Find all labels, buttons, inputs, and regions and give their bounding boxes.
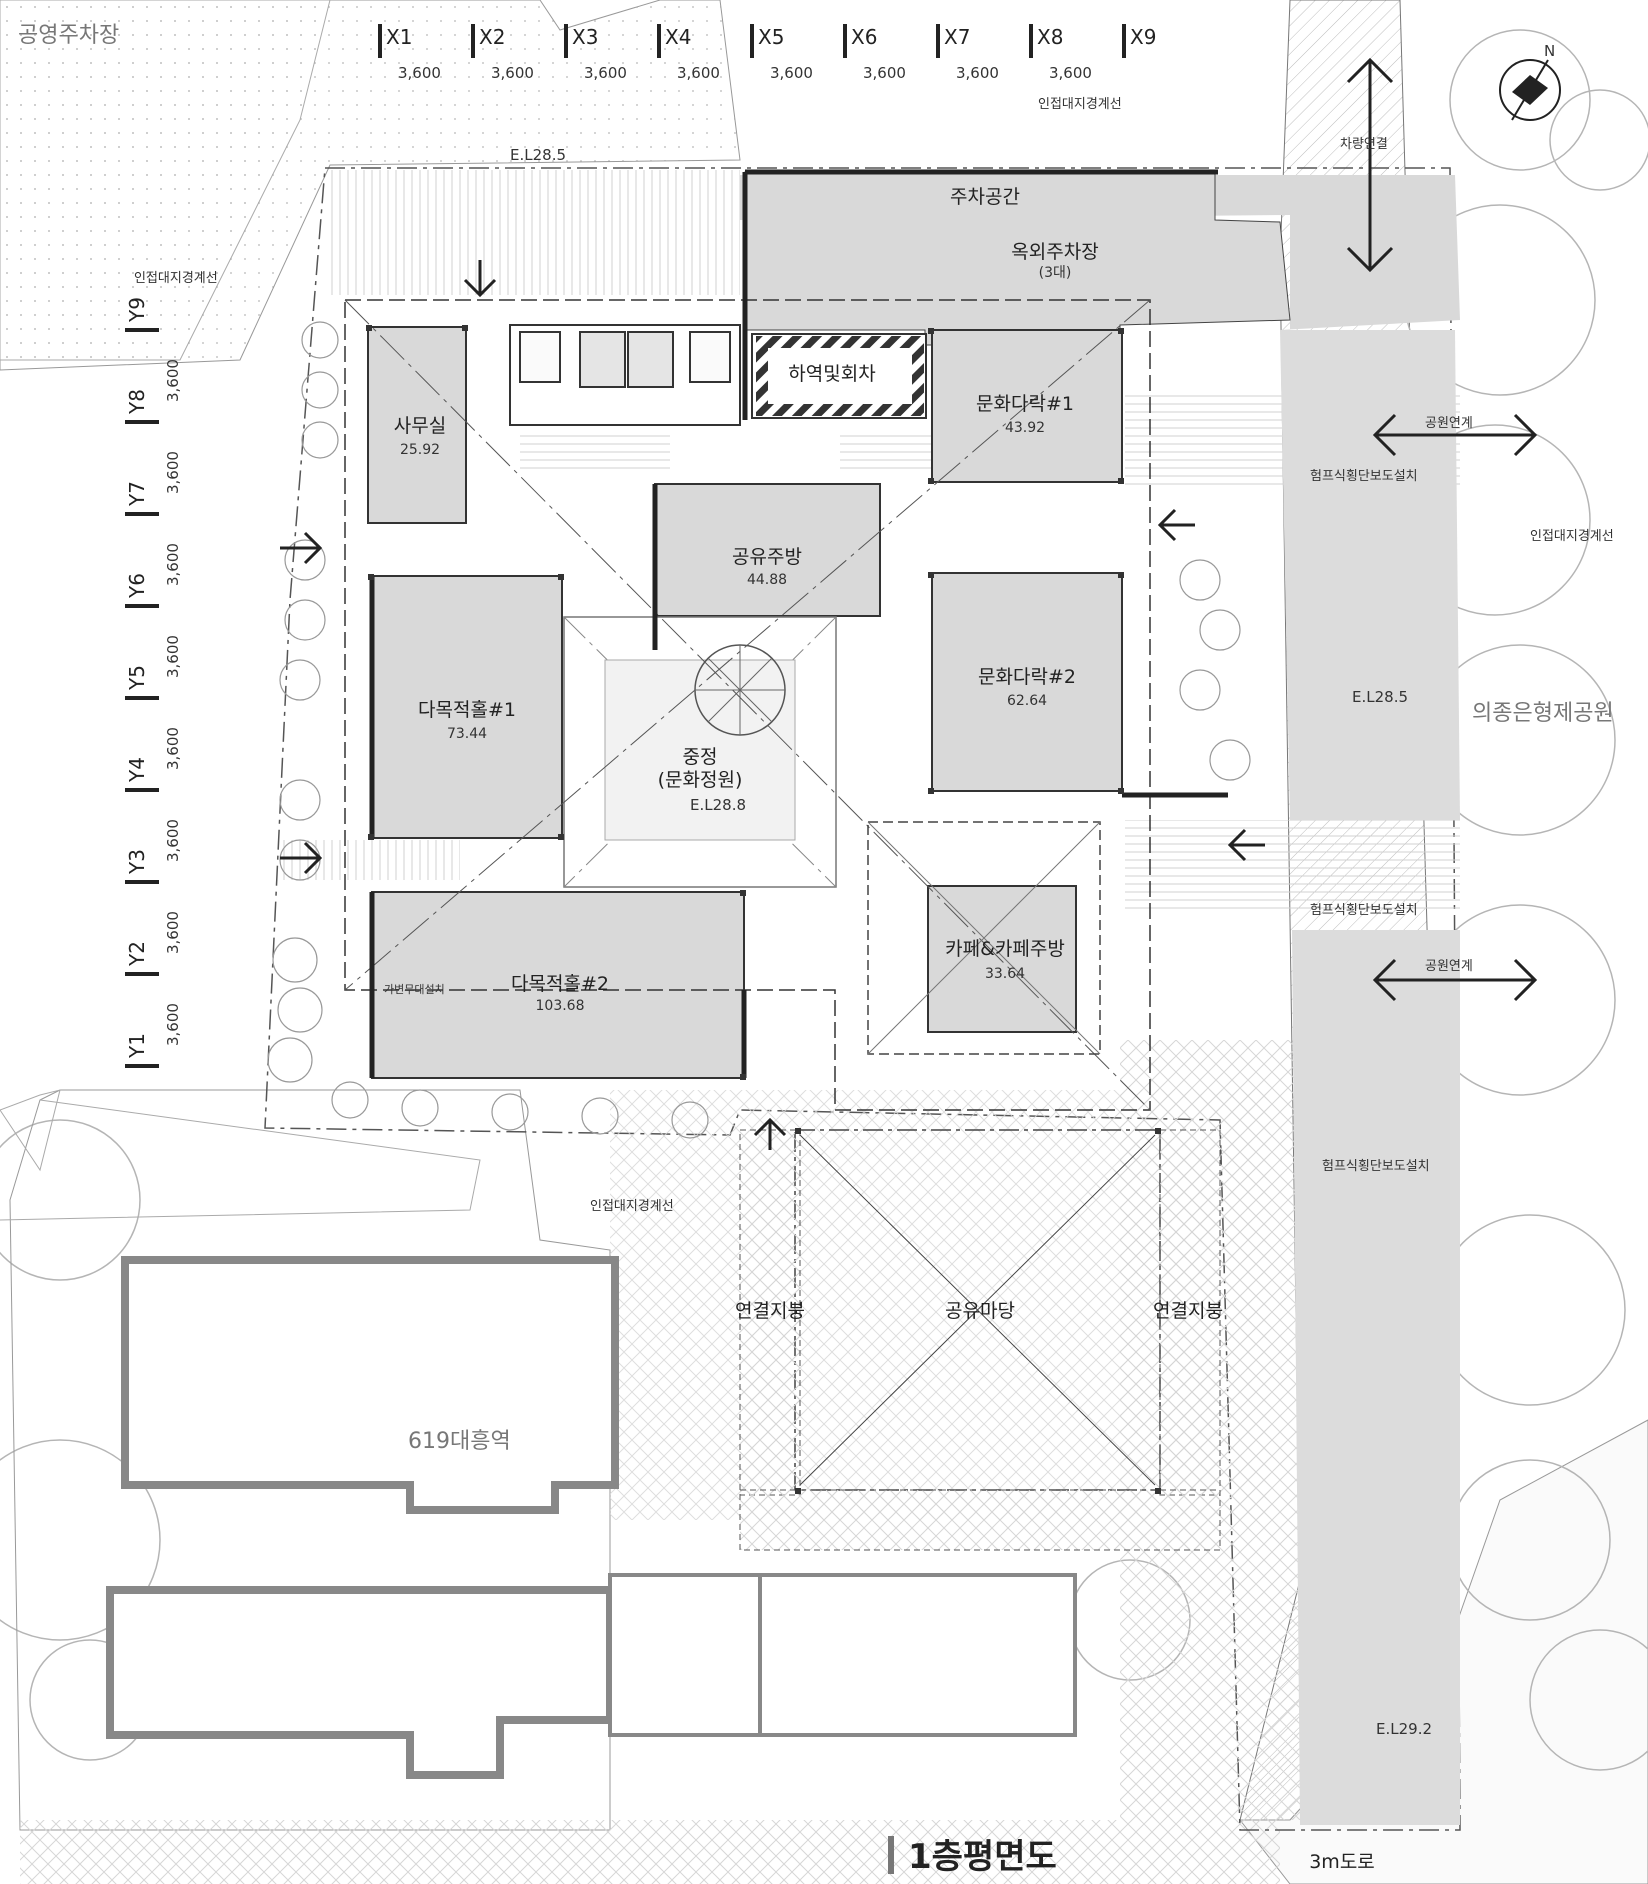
courtyard-el: E.L28.8 [690, 796, 746, 814]
svg-text:Y5: Y5 [125, 665, 149, 691]
svg-text:3,600: 3,600 [164, 635, 182, 678]
shared-yard-label: 공유마당 [945, 1300, 1015, 1322]
room-office-name: 사무실 [394, 415, 446, 437]
el-right: E.L28.5 [1352, 688, 1408, 706]
courtyard-line2: (문화정원) [658, 769, 743, 791]
room-loading-name: 하역및회차 [788, 363, 875, 385]
page-title: 1층평면도 [908, 1837, 1057, 1877]
room-office [367, 326, 467, 524]
svg-text:Y4: Y4 [125, 757, 149, 783]
park-link-label-2: 공원연계 [1425, 959, 1473, 974]
svg-text:Y8: Y8 [125, 389, 149, 415]
rooms [367, 326, 1123, 1079]
el-top: E.L28.5 [510, 146, 566, 164]
el-bottom: E.L29.2 [1376, 1720, 1432, 1738]
svg-text:X3: X3 [572, 25, 598, 49]
svg-text:X4: X4 [665, 25, 691, 49]
park-link-label-1: 공원연계 [1425, 416, 1473, 431]
svg-text:3,600: 3,600 [1049, 64, 1092, 82]
public-parking-label: 공영주차장 [18, 23, 119, 48]
grid-x-dims: 3,600 3,600 3,600 3,600 3,600 3,600 3,60… [398, 64, 1092, 82]
vehicle-link-label: 차량연결 [1340, 137, 1388, 152]
svg-text:X5: X5 [758, 25, 784, 49]
grid-y-labels: Y9 Y8 Y7 Y6 Y5 Y4 Y3 Y2 Y1 [125, 297, 149, 1059]
svg-text:Y6: Y6 [125, 573, 149, 599]
svg-text:3,600: 3,600 [164, 359, 182, 402]
svg-text:Y7: Y7 [125, 481, 149, 507]
room-office-area: 25.92 [400, 442, 440, 458]
svg-text:3,600: 3,600 [956, 64, 999, 82]
room-hall1 [371, 575, 563, 839]
outdoor-parking-sub: (3대) [1039, 265, 1072, 281]
station-label: 619대흥역 [408, 1429, 511, 1454]
svg-text:X8: X8 [1037, 25, 1063, 49]
room-kitchen-area: 44.88 [747, 572, 787, 588]
room-culture2-area: 62.64 [1007, 693, 1047, 709]
restroom-block [509, 324, 741, 426]
boundary-label-top: 인접대지경계선 [1038, 97, 1122, 112]
svg-text:Y9: Y9 [125, 297, 149, 323]
svg-text:3,600: 3,600 [770, 64, 813, 82]
north-compass [1499, 59, 1561, 121]
svg-text:3,600: 3,600 [584, 64, 627, 82]
entry-arrows [280, 57, 1538, 1150]
room-hall1-name: 다목적홀#1 [418, 699, 516, 721]
room-kitchen [654, 483, 881, 617]
grid-y-dims: 3,600 3,600 3,600 3,600 3,600 3,600 3,60… [164, 359, 182, 1046]
room-cafe [927, 885, 1077, 1033]
svg-text:X1: X1 [386, 25, 412, 49]
room-culture2 [931, 572, 1123, 792]
room-culture1-area: 43.92 [1005, 420, 1045, 436]
road-label: 3m도로 [1309, 1851, 1375, 1873]
room-hall2-area: 103.68 [536, 998, 585, 1014]
hump-label-1: 험프식횡단보도설치 [1310, 469, 1418, 484]
room-cafe-area: 33.64 [985, 966, 1025, 982]
columns [366, 325, 1161, 1494]
room-hall1-area: 73.44 [447, 726, 487, 742]
svg-text:3,600: 3,600 [164, 451, 182, 494]
room-hall2-name: 다목적홀#2 [511, 973, 609, 995]
station-building [121, 1256, 619, 1514]
svg-text:3,600: 3,600 [164, 543, 182, 586]
svg-text:3,600: 3,600 [164, 727, 182, 770]
hump-label-3: 험프식횡단보도설치 [1322, 1159, 1430, 1174]
room-kitchen-name: 공유주방 [732, 546, 802, 568]
svg-text:3,600: 3,600 [164, 1003, 182, 1046]
canopy-right-label: 연결지붕 [1153, 1300, 1223, 1322]
room-cafe-name: 카페&카페주방 [945, 938, 1065, 960]
north-label: N [1544, 42, 1555, 60]
svg-text:Y3: Y3 [125, 849, 149, 875]
svg-text:X9: X9 [1130, 25, 1156, 49]
svg-text:3,600: 3,600 [677, 64, 720, 82]
boundary-label-bottom: 인접대지경계선 [590, 1199, 674, 1214]
parking-space-label: 주차공간 [950, 186, 1020, 208]
svg-text:X2: X2 [479, 25, 505, 49]
stage-label: 가변무대설치 [384, 983, 445, 996]
grid-x-labels: X1 X2 X3 X4 X5 X6 X7 X8 X9 [386, 25, 1156, 49]
park-name: 의종은형제공원 [1472, 701, 1614, 726]
boundary-label-right: 인접대지경계선 [1530, 529, 1614, 544]
svg-text:3,600: 3,600 [164, 819, 182, 862]
room-culture1-name: 문화다락#1 [976, 393, 1074, 415]
svg-text:X7: X7 [944, 25, 970, 49]
svg-text:X6: X6 [851, 25, 877, 49]
canopy-left-label: 연결지붕 [735, 1300, 805, 1322]
svg-text:Y1: Y1 [125, 1033, 149, 1059]
svg-text:3,600: 3,600 [491, 64, 534, 82]
svg-text:3,600: 3,600 [164, 911, 182, 954]
hump-label-2: 험프식횡단보도설치 [1310, 903, 1418, 918]
outdoor-parking-label: 옥외주차장 [1011, 241, 1098, 263]
svg-text:3,600: 3,600 [398, 64, 441, 82]
room-hall2 [371, 891, 745, 1079]
room-culture2-name: 문화다락#2 [978, 666, 1076, 688]
courtyard-line1: 중정 [683, 746, 718, 768]
svg-text:Y2: Y2 [125, 941, 149, 967]
boundary-label-left: 인접대지경계선 [134, 271, 218, 286]
svg-text:3,600: 3,600 [863, 64, 906, 82]
